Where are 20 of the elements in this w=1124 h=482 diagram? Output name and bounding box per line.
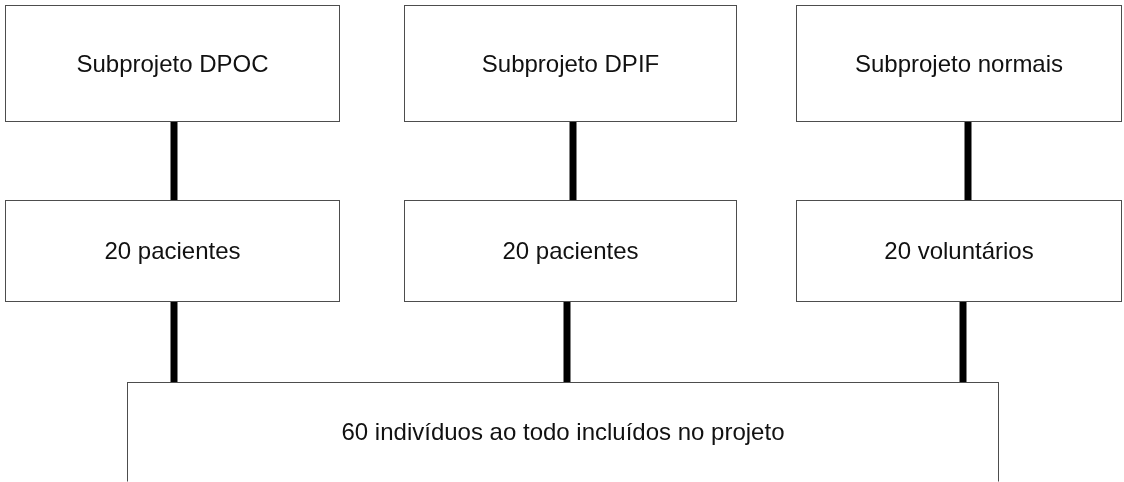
process-box xyxy=(796,200,1122,302)
connector-line xyxy=(170,302,178,382)
connector-line xyxy=(569,122,577,200)
box-label: 20 pacientes xyxy=(104,237,241,265)
box-label: Subprojeto DPIF xyxy=(481,49,660,78)
process-box xyxy=(404,5,737,122)
connector-line xyxy=(563,302,571,382)
connector-line xyxy=(959,302,967,382)
box-label: 60 indivíduos ao todo incluídos no projeto xyxy=(341,418,785,446)
box-label: 20 pacientes xyxy=(502,237,639,265)
process-box xyxy=(796,5,1122,122)
box-label: Subprojeto normais xyxy=(854,49,1064,78)
process-box xyxy=(5,5,340,122)
process-box xyxy=(127,382,999,482)
connector-line xyxy=(964,122,972,200)
box-label: 20 voluntários xyxy=(884,237,1034,265)
connector-line xyxy=(170,122,178,200)
box-label: Subprojeto DPOC xyxy=(76,49,269,78)
process-box xyxy=(5,200,340,302)
process-box xyxy=(404,200,737,302)
